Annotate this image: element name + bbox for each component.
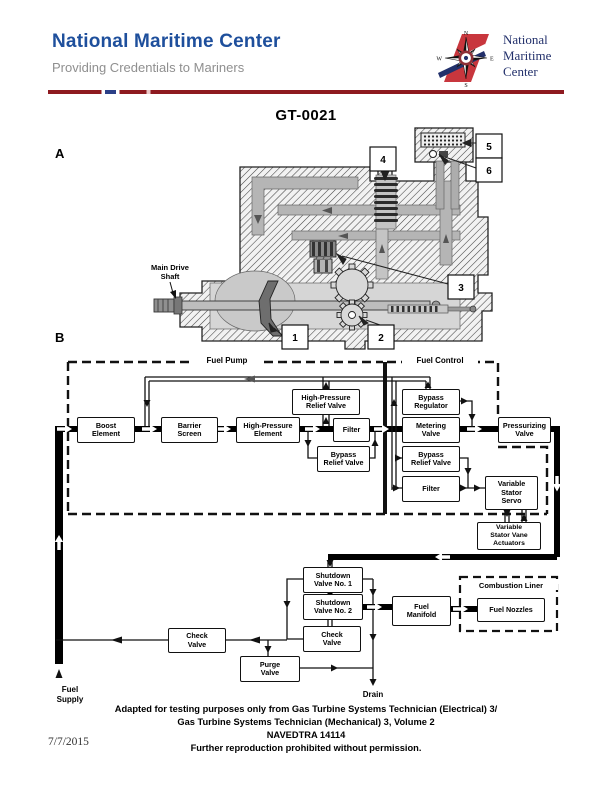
- page-title: National Maritime Center: [52, 31, 281, 52]
- nmc-logo: N S E W National Maritime Center: [425, 26, 575, 90]
- figure-a-cross-section: 1 2 3 4 5 6 Main Drive Shaft: [140, 123, 505, 355]
- main-drive-shaft-label: Main Drive Shaft: [151, 263, 189, 299]
- check-ball: [429, 150, 448, 158]
- box-fuel-nozzles: Fuel Nozzles: [477, 598, 545, 622]
- svg-text:Supply: Supply: [57, 695, 84, 704]
- gear-element-large: [330, 263, 374, 307]
- callout-1: 1: [292, 333, 298, 344]
- fuel-supply-label: Fuel: [62, 685, 78, 694]
- fuel-pump-zone-label: Fuel Pump: [192, 356, 262, 365]
- callout-5: 5: [486, 142, 492, 153]
- svg-text:Main Drive: Main Drive: [151, 263, 189, 272]
- fuel-control-zone-label: Fuel Control: [402, 356, 478, 365]
- box-filter-pump: Filter: [333, 418, 370, 442]
- thin-line-arrows: [55, 375, 528, 686]
- compass-n: N: [464, 31, 469, 37]
- compass-e: E: [490, 57, 494, 63]
- compass-s: S: [464, 83, 467, 89]
- compass-rose-icon: N S E W: [436, 31, 494, 89]
- box-filter-control: Filter: [402, 476, 460, 502]
- metering-valve-section: [309, 240, 337, 274]
- gear-element-small: [336, 299, 368, 331]
- date-stamp: 7/7/2015: [48, 736, 89, 748]
- relief-spring-vertical: [374, 174, 398, 230]
- svg-text:Shaft: Shaft: [161, 272, 180, 281]
- callout-3: 3: [458, 283, 464, 294]
- callout-6: 6: [486, 166, 492, 177]
- callout-boxes: 1 2 3 4 5 6: [281, 133, 503, 350]
- header-divider: [48, 90, 564, 94]
- section-b-label: B: [55, 330, 65, 345]
- callout-leaders: [268, 138, 477, 336]
- callout-2: 2: [378, 333, 384, 344]
- callout-4: 4: [380, 155, 386, 166]
- relief-spring-horizontal: [387, 304, 477, 314]
- footer-line-2: Gas Turbine Systems Technician (Mechanic…: [177, 717, 435, 727]
- document-number: GT-0021: [275, 107, 337, 124]
- flow-arrows: [254, 207, 449, 253]
- section-a-label: A: [55, 146, 65, 161]
- compass-w: W: [436, 57, 442, 63]
- filter-screen: [420, 132, 466, 148]
- drain-label: Drain: [363, 690, 384, 699]
- figure-b-block-diagram: Fuel Supply Drain Fuel Pump Fuel Control…: [40, 352, 572, 712]
- footer-line-4: Further reproduction prohibited without …: [190, 743, 422, 753]
- logo-wordmark: National Maritime Center: [503, 32, 552, 79]
- footer-line-3: NAVEDTRA 14114: [266, 730, 346, 740]
- flow-direction-arrows: [54, 424, 562, 614]
- page-subtitle: Providing Credentials to Mariners: [52, 60, 245, 75]
- footer-line-1: Adapted for testing purposes only from G…: [114, 704, 498, 714]
- combustion-liner-zone-label: Combustion Liner: [464, 581, 558, 590]
